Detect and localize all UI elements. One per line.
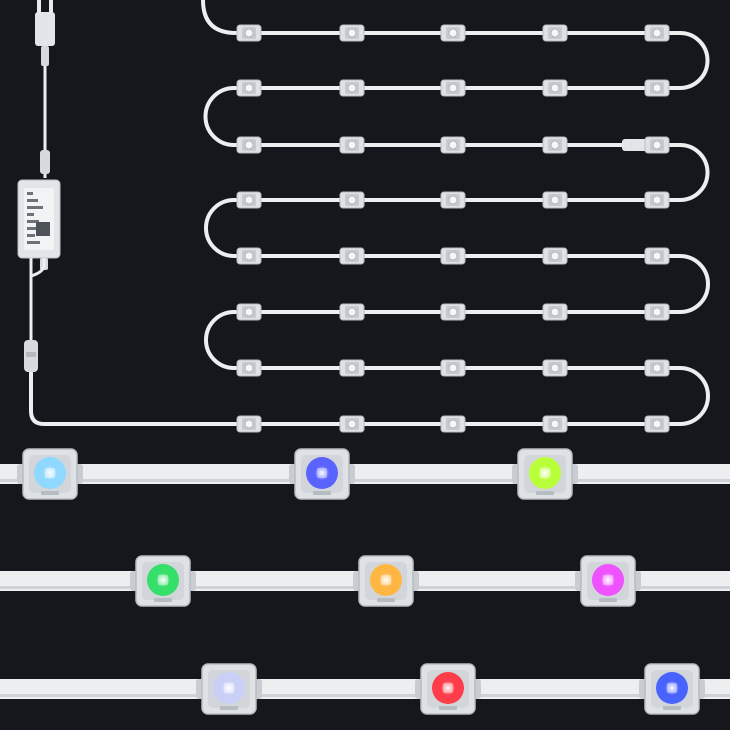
cable-ferrite <box>40 150 50 174</box>
small-led-module <box>236 136 262 154</box>
small-led-module <box>339 24 365 42</box>
adapter-label-line <box>27 206 43 209</box>
small-led-module <box>339 79 365 97</box>
led-module-closeup <box>17 448 83 500</box>
small-led-module <box>440 303 466 321</box>
led-module-closeup <box>575 555 641 607</box>
led-module-closeup <box>289 448 355 500</box>
led-module-closeup <box>512 448 578 500</box>
small-led-module <box>339 359 365 377</box>
dc-connector-ring <box>26 352 36 357</box>
power-adapter-assembly <box>17 0 61 372</box>
small-led-module <box>542 359 568 377</box>
small-led-module <box>644 191 670 209</box>
plug-prong <box>37 0 41 14</box>
small-led-module <box>542 191 568 209</box>
small-led-module <box>339 136 365 154</box>
adapter-label-line <box>27 192 33 195</box>
small-led-module <box>644 415 670 433</box>
small-led-module <box>339 415 365 433</box>
close-up-cable-edge <box>0 479 730 482</box>
led-module-closeup <box>196 663 262 715</box>
small-led-module <box>236 415 262 433</box>
small-led-module <box>339 191 365 209</box>
small-led-module <box>644 136 670 154</box>
small-led-module <box>236 247 262 265</box>
small-led-module <box>236 303 262 321</box>
small-led-module <box>236 79 262 97</box>
adapter-label-line <box>27 213 34 216</box>
led-chip <box>603 575 613 585</box>
led-chip <box>540 468 550 478</box>
adapter-label-line <box>27 227 44 230</box>
small-led-module <box>542 24 568 42</box>
small-led-module <box>644 359 670 377</box>
small-led-module <box>542 247 568 265</box>
close-up-cable-edge <box>0 694 730 697</box>
led-chip <box>224 683 234 693</box>
led-module-closeup <box>130 555 196 607</box>
led-module-closeup <box>353 555 419 607</box>
led-module-closeup <box>639 663 705 715</box>
small-led-module <box>236 359 262 377</box>
led-chip <box>381 575 391 585</box>
adapter-label <box>24 188 54 250</box>
small-led-module <box>440 79 466 97</box>
adapter-label-line <box>27 241 40 244</box>
led-chip <box>667 683 677 693</box>
small-led-module <box>440 136 466 154</box>
dc-cable-bend <box>30 258 46 278</box>
wall-plug <box>35 12 55 46</box>
small-led-module <box>236 24 262 42</box>
plug-strain-relief <box>41 46 49 66</box>
small-led-module <box>644 79 670 97</box>
inline-connector <box>622 139 648 151</box>
small-led-module <box>440 359 466 377</box>
led-chip <box>45 468 55 478</box>
small-led-module <box>440 191 466 209</box>
plug-prong <box>49 0 53 14</box>
small-led-module <box>542 415 568 433</box>
led-chip <box>158 575 168 585</box>
small-led-module <box>440 247 466 265</box>
serpentine-cable <box>29 0 710 426</box>
adapter-label-line <box>27 234 35 237</box>
small-led-module <box>644 303 670 321</box>
small-led-module <box>440 24 466 42</box>
adapter-label-line <box>27 220 39 223</box>
led-chip <box>443 683 453 693</box>
adapter-label-line <box>27 199 38 202</box>
adapter-qr-mark <box>36 222 50 236</box>
small-led-module <box>644 24 670 42</box>
small-led-module <box>339 303 365 321</box>
small-led-module <box>542 136 568 154</box>
small-led-module <box>440 415 466 433</box>
close-up-led-strips <box>0 448 730 715</box>
small-led-module <box>339 247 365 265</box>
small-led-module <box>542 303 568 321</box>
led-module-closeup <box>415 663 481 715</box>
small-led-module <box>644 247 670 265</box>
led-chip <box>317 468 327 478</box>
small-led-module <box>542 79 568 97</box>
small-led-module <box>236 191 262 209</box>
serpentine-led-string <box>29 0 710 433</box>
